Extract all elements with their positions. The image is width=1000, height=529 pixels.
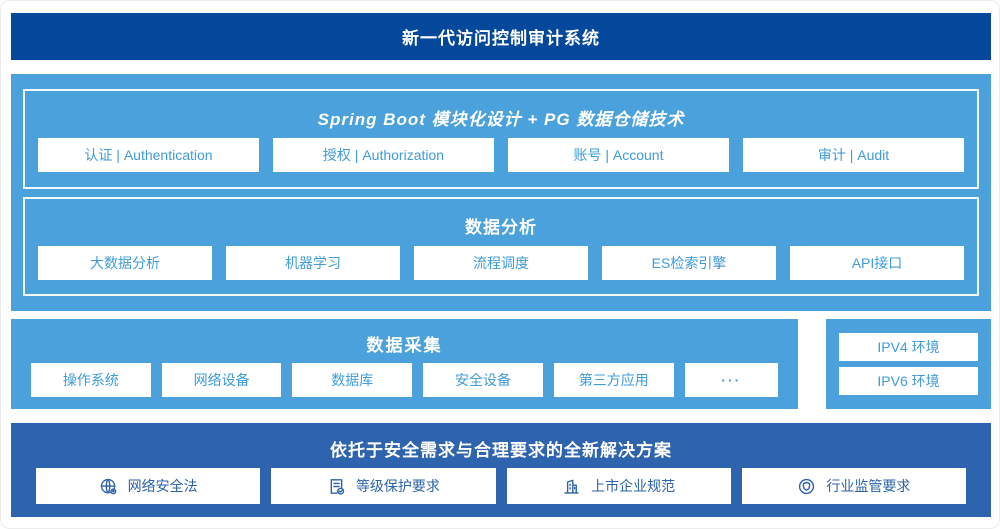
globe-icon — [99, 477, 118, 496]
solution-card-label: 等级保护要求 — [355, 478, 440, 495]
collection-card-database: 数据库 — [292, 363, 413, 398]
module-design-section: Spring Boot 模块化设计 + PG 数据仓储技术 认证 | Authe… — [23, 89, 979, 189]
data-collection-row: 操作系统 网络设备 数据库 安全设备 第三方应用 ··· — [11, 363, 798, 398]
data-collection-section: 数据采集 操作系统 网络设备 数据库 安全设备 第三方应用 ··· — [11, 319, 798, 409]
module-card-authorization: 授权 | Authorization — [273, 138, 494, 173]
ipv6-environment-card: IPV6 环境 — [839, 366, 978, 395]
module-card-audit: 审计 | Audit — [743, 138, 964, 173]
solution-card-industry-regulation: 行业监管要求 — [741, 468, 966, 505]
shield-badge-icon — [797, 477, 816, 496]
data-analysis-title: 数据分析 — [465, 217, 537, 237]
middle-row: 数据采集 操作系统 网络设备 数据库 安全设备 第三方应用 ··· IPV4 环… — [11, 319, 991, 409]
module-design-row: 认证 | Authentication 授权 | Authorization 账… — [38, 138, 964, 173]
analysis-card-machine-learning: 机器学习 — [226, 245, 400, 280]
solution-row: 网络安全法 等级保护要求 — [11, 468, 991, 505]
solution-card-classified-protection: 等级保护要求 — [271, 468, 496, 505]
analysis-card-es-search: ES检索引擎 — [602, 245, 776, 280]
solution-title: 依托于安全需求与合理要求的全新解决方案 — [330, 440, 672, 460]
header-banner: 新一代访问控制审计系统 — [11, 13, 991, 60]
solution-card-label: 网络安全法 — [127, 478, 198, 495]
document-check-icon — [327, 477, 346, 496]
ip-environment-panel: IPV4 环境 IPV6 环境 — [826, 319, 991, 409]
module-design-title: Spring Boot 模块化设计 + PG 数据仓储技术 — [317, 110, 685, 130]
solution-card-label: 行业监管要求 — [826, 478, 911, 495]
collection-card-third-party: 第三方应用 — [553, 363, 674, 398]
data-collection-title: 数据采集 — [366, 335, 443, 355]
collection-card-network-device: 网络设备 — [161, 363, 282, 398]
solution-card-listed-company: 上市企业规范 — [506, 468, 731, 505]
solution-card-cybersecurity-law: 网络安全法 — [36, 468, 261, 505]
solution-card-label: 上市企业规范 — [591, 478, 676, 495]
solution-section: 依托于安全需求与合理要求的全新解决方案 网络安全法 — [11, 423, 991, 517]
building-icon — [562, 477, 581, 496]
analysis-card-api: API接口 — [790, 245, 964, 280]
ipv4-environment-card: IPV4 环境 — [839, 333, 978, 362]
data-analysis-section: 数据分析 大数据分析 机器学习 流程调度 ES检索引擎 API接口 — [23, 196, 979, 296]
analysis-card-workflow: 流程调度 — [414, 245, 588, 280]
collection-card-security-device: 安全设备 — [423, 363, 543, 398]
analysis-card-bigdata: 大数据分析 — [38, 245, 212, 280]
collection-card-os: 操作系统 — [31, 363, 151, 398]
data-analysis-row: 大数据分析 机器学习 流程调度 ES检索引擎 API接口 — [38, 245, 964, 280]
module-card-authentication: 认证 | Authentication — [38, 138, 259, 173]
collection-card-more: ··· — [684, 363, 778, 398]
module-card-account: 账号 | Account — [508, 138, 729, 173]
platform-section: Spring Boot 模块化设计 + PG 数据仓储技术 认证 | Authe… — [11, 74, 991, 311]
page-title: 新一代访问控制审计系统 — [402, 29, 600, 48]
